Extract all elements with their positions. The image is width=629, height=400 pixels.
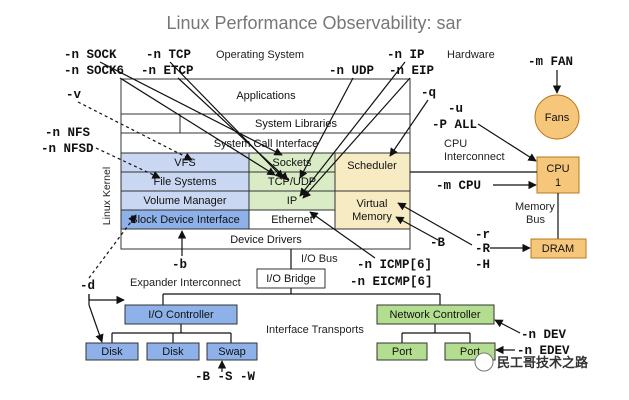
memory-bus-label-2: Bus: [526, 214, 545, 226]
arrow-eip-to-ip: [302, 77, 411, 199]
virtual-text: Virtual: [357, 198, 388, 210]
io-controller-text: I/O Controller: [148, 309, 214, 321]
interface-transports-label: Interface Transports: [266, 324, 364, 336]
arrow-dev-to-network-controller: [494, 319, 521, 334]
system-libraries-text: System Libraries: [255, 118, 337, 130]
arrow-udp-to-tcp: [299, 77, 354, 179]
arrow-d-to-volume-manager: [88, 214, 137, 279]
swap-text: Swap: [218, 346, 246, 358]
fans-circle: [534, 94, 580, 140]
arrow-pall-to-cpu: [477, 123, 537, 162]
arrow-q-to-scheduler: [389, 99, 429, 157]
port-1-text: Port: [392, 346, 412, 358]
flag-p-all: -P ALL: [432, 118, 477, 132]
arrow-b-to-virtual-memory: [395, 216, 439, 241]
flag-d: -d: [80, 279, 95, 293]
dram-box: [530, 238, 587, 259]
fans-text: Fans: [545, 112, 570, 124]
flag-n-sock6: -n SOCK6: [64, 64, 124, 78]
arrow-d-to-disk: [88, 304, 104, 343]
io-bridge-text: I/O Bridge: [266, 273, 316, 285]
hardware-label: Hardware: [447, 49, 495, 61]
scheduler-box: [334, 152, 411, 192]
port-1-box: [376, 342, 428, 361]
port-2-text: Port: [460, 346, 480, 358]
block-device-interface-text: Block Device Interface: [130, 214, 239, 226]
file-systems-text: File Systems: [154, 176, 217, 188]
ip-text: IP: [287, 195, 297, 207]
flag-q: -q: [421, 86, 436, 100]
flag-m-fan: -m FAN: [528, 55, 573, 69]
operating-system-label: Operating System: [216, 49, 304, 61]
arrow-ip-to-ip: [299, 61, 406, 197]
io-bus-label: I/O Bus: [301, 253, 338, 265]
arrow-sock6-to-tcp: [119, 77, 276, 176]
swap-box: [206, 342, 258, 361]
watermark-logo-icon: [474, 352, 494, 372]
flag-bsw: -B -S -W: [195, 370, 256, 384]
diagram-title: Linux Performance Observability: sar: [166, 13, 461, 33]
arrow-d-to-io-controller: [88, 294, 125, 305]
flag-r-upper: -R: [475, 242, 491, 256]
scheduler-text: Scheduler: [347, 160, 397, 172]
flag-n-tcp: -n TCP: [146, 48, 191, 62]
flag-r-lower: -r: [475, 228, 490, 242]
vfs-text: VFS: [174, 157, 195, 169]
flag-n-eicmp: -n EICMP[6]: [350, 275, 433, 289]
system-call-interface-text: System Call Interface: [214, 138, 319, 150]
cpu-interconnect-label-2: Interconnect: [444, 151, 505, 163]
device-drivers-box: [120, 228, 411, 250]
device-drivers-text: Device Drivers: [230, 234, 302, 246]
flag-n-udp: -n UDP: [329, 64, 374, 78]
tcp-udp-text: TCP/UDP: [268, 176, 316, 188]
applications-text: Applications: [236, 90, 296, 102]
watermark-text: 民工哥技术之路: [497, 355, 589, 371]
flag-u: -u: [448, 102, 463, 116]
flag-v: -v: [66, 88, 82, 102]
arrow-sock-to-sockets: [99, 61, 283, 156]
disk-1-box: [85, 342, 139, 361]
disk-1-text: Disk: [101, 346, 123, 358]
network-controller-text: Network Controller: [389, 309, 480, 321]
sockets-text: Sockets: [272, 157, 312, 169]
flag-n-eip: -n EIP: [389, 64, 434, 78]
flag-m-cpu: -m CPU: [436, 179, 481, 193]
arrow-etcp-to-tcp: [177, 77, 289, 181]
cpu-interconnect-label-1: CPU: [444, 138, 467, 150]
linux-kernel-label: Linux Kernel: [101, 167, 113, 225]
flag-n-icmp: -n ICMP[6]: [357, 258, 432, 272]
virtual-memory-box: [334, 190, 411, 230]
expander-interconnect-label: Expander Interconnect: [130, 277, 241, 289]
flag-h-upper: -H: [475, 258, 490, 272]
watermark: 民工哥技术之路: [474, 352, 589, 372]
volume-manager-text: Volume Manager: [143, 195, 226, 207]
flag-b-lower: -b: [172, 258, 187, 272]
arrow-r-to-virtual-memory: [397, 202, 473, 246]
flag-n-nfsd: -n NFSD: [41, 142, 94, 156]
dram-text: DRAM: [542, 243, 574, 255]
flag-n-etcp: -n ETCP: [141, 64, 194, 78]
cpu-count-text: 1: [555, 177, 561, 189]
disk-2-text: Disk: [162, 346, 184, 358]
arrow-icmp-to-ip: [309, 211, 376, 259]
cpu-box: [536, 156, 580, 194]
disk-2-box: [146, 342, 200, 361]
cpu-text: CPU: [546, 163, 569, 175]
flag-b-upper: -B: [430, 236, 446, 250]
flag-n-dev: -n DEV: [521, 328, 567, 342]
flag-n-ip: -n IP: [387, 48, 425, 62]
flag-n-edev: -n EDEV: [517, 344, 570, 358]
flag-n-nfs: -n NFS: [45, 126, 91, 140]
ethernet-text: Ethernet: [271, 214, 313, 226]
memory-text: Memory: [352, 211, 392, 223]
flag-n-sock: -n SOCK: [64, 48, 117, 62]
memory-bus-label-1: Memory: [515, 201, 555, 213]
